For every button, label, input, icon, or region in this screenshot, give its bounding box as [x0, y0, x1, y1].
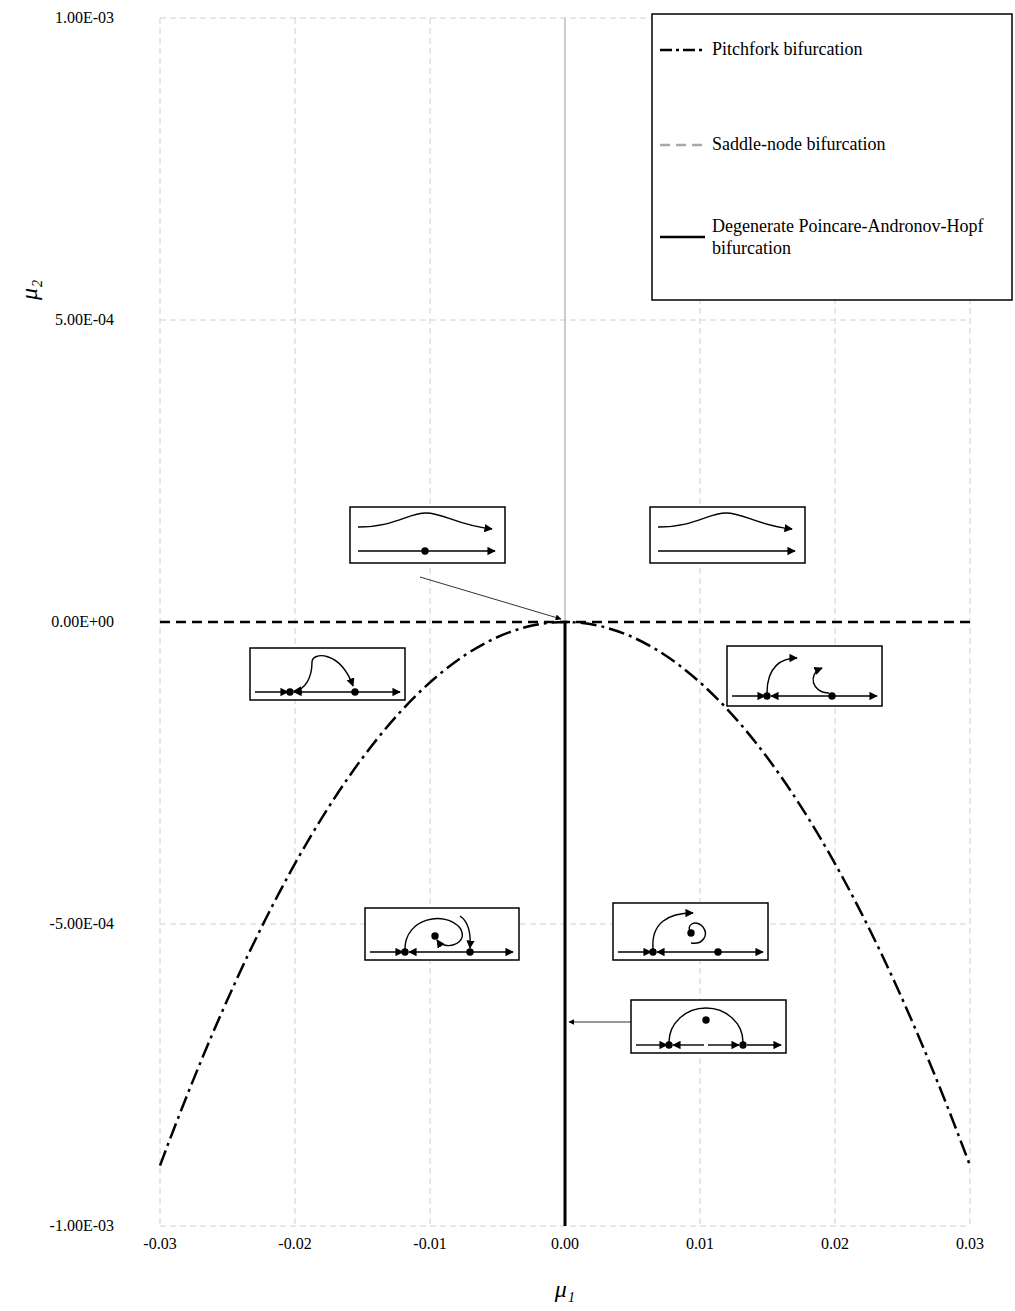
phase-insets [250, 507, 882, 1053]
legend-sample [660, 236, 705, 239]
axis-title: μ₁ [555, 1276, 575, 1304]
legend-label: Degenerate Poincare-Andronov-Hopf bifurc… [712, 216, 1004, 259]
axis-title: μ₂ [16, 280, 44, 300]
tick-label: 0.02 [821, 1235, 849, 1253]
hopf-line [564, 622, 567, 1226]
tick-label: 0.00 [551, 1235, 579, 1253]
tick-label: 5.00E-04 [55, 311, 114, 329]
tick-label: -0.02 [278, 1235, 311, 1253]
tick-label: 0.00E+00 [51, 613, 114, 631]
tick-label: -5.00E-04 [50, 915, 114, 933]
legend-label: Saddle-node bifurcation [712, 134, 1004, 156]
legend-sample [660, 49, 705, 52]
legend-label: Pitchfork bifurcation [712, 39, 1004, 61]
pitchfork-curve [160, 622, 970, 1166]
pointer-arrow [420, 577, 561, 619]
pointer-arrow [569, 1022, 631, 1023]
tick-label: -0.03 [143, 1235, 176, 1253]
tick-label: 0.03 [956, 1235, 984, 1253]
tick-label: 0.01 [686, 1235, 714, 1253]
axis-line [564, 18, 566, 622]
tick-label: -1.00E-03 [50, 1217, 114, 1235]
legend-frame [652, 14, 1012, 300]
tick-label: 1.00E-03 [55, 9, 114, 27]
legend-sample [660, 144, 705, 147]
tick-label: -0.01 [413, 1235, 446, 1253]
